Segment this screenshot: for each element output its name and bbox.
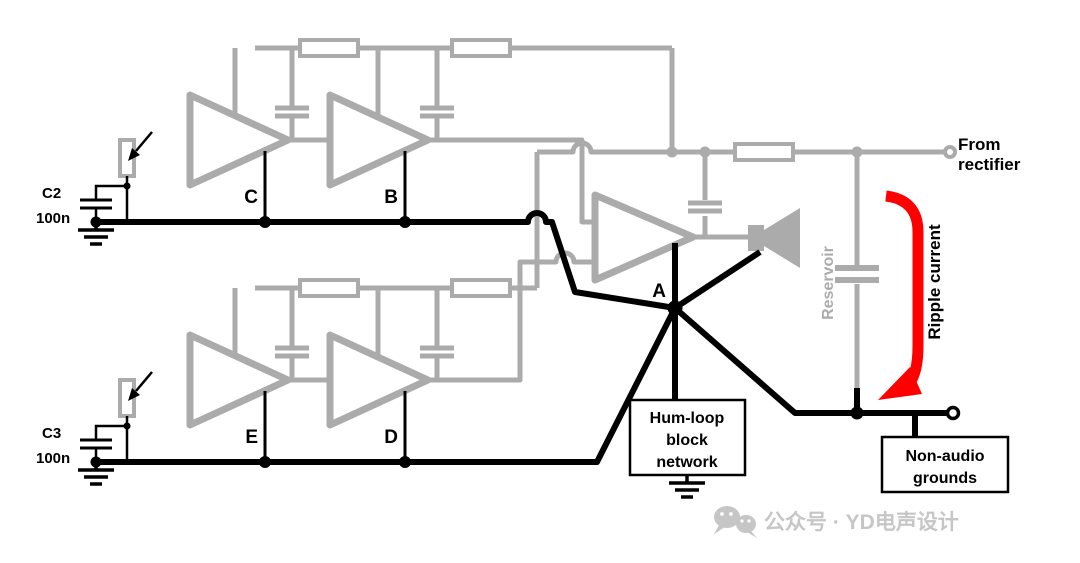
labels: C2 100n C3 100n C B E D A From rectifier… [36, 135, 1021, 487]
node-d-label: D [384, 427, 398, 448]
junction-dot [123, 182, 131, 190]
ripple-arrowhead-icon [878, 367, 922, 400]
resistor-icon [298, 38, 360, 58]
node-e-label: E [245, 427, 258, 448]
reservoir-label: Reservoir [820, 246, 837, 320]
capacitor-icon [275, 105, 309, 119]
hum-loop-label-line1: Hum-loop [650, 410, 725, 427]
black-ground-network [78, 131, 961, 499]
node-e-dot [259, 456, 271, 468]
rectifier-supply-wire [537, 140, 945, 155]
non-audio-label-line2: grounds [913, 470, 977, 487]
junction-dot [850, 406, 864, 420]
c2-label: C2 [42, 185, 61, 202]
resistor-icon [450, 38, 512, 58]
capacitor-icon [688, 200, 722, 214]
junction-dot [699, 146, 711, 158]
from-rectifier-label-line1: From [958, 135, 1001, 154]
non-audio-grounds-box [880, 435, 1010, 494]
speaker-return-wire [673, 249, 762, 311]
gray-circuit-network [118, 38, 957, 429]
node-a-label: A [652, 281, 666, 302]
capacitor-icon [420, 105, 454, 119]
rectifier-terminal-icon [943, 145, 957, 159]
junction-dot [666, 146, 678, 158]
c3-value-label: 100n [36, 450, 70, 467]
from-rectifier-label-line2: rectifier [958, 155, 1021, 174]
node-b-label: B [384, 187, 398, 208]
node-c-dot [259, 216, 271, 228]
amplifier-triangle-icon [186, 331, 292, 429]
arrowhead-icon [128, 388, 140, 401]
pot-arrow-icon [135, 371, 153, 392]
ground-icon [669, 475, 705, 499]
ripple-arrow-shaft [885, 190, 924, 393]
watermark: 公众号 · YD电声设计 [714, 506, 959, 538]
c2-value-label: 100n [36, 210, 70, 227]
node-c-label: C [244, 187, 258, 208]
capacitor-lead [94, 184, 127, 222]
wechat-icon [714, 506, 757, 538]
star-ground-dot [667, 300, 683, 316]
junction-dot [90, 216, 102, 228]
node-b-dot [399, 216, 411, 228]
junction-dot [90, 456, 102, 468]
c3-label: C3 [42, 425, 61, 442]
resistor-icon [450, 278, 512, 298]
star-to-reservoir-wire [673, 305, 948, 416]
resistor-icon [298, 278, 360, 298]
speaker-icon [748, 208, 800, 268]
power-amplifier-triangle-icon [591, 191, 697, 284]
non-audio-label-line1: Non-audio [905, 448, 984, 465]
ground-terminal-icon [945, 405, 961, 421]
amplifier-triangle-icon [326, 331, 432, 429]
watermark-text: 公众号 · YD电声设计 [764, 510, 959, 534]
c2-capacitor-icon [80, 198, 112, 210]
hum-loop-box [628, 398, 747, 477]
resistor-icon [733, 142, 795, 162]
capacitor-icon [275, 345, 309, 359]
junction-dot [851, 146, 863, 158]
hum-loop-label-line3: network [656, 454, 717, 471]
signal-wire-b-to-a [428, 137, 595, 225]
arrowhead-icon [128, 148, 140, 161]
ripple-current-arrow [878, 190, 924, 400]
pot-arrow-icon [135, 131, 153, 152]
junction-dot [123, 422, 131, 430]
node-d-dot [399, 456, 411, 468]
reservoir-capacitor-icon [835, 265, 879, 283]
capacitor-lead [94, 424, 127, 462]
hum-loop-label-line2: block [666, 432, 708, 449]
amplifier-triangle-icon [326, 91, 432, 189]
capacitor-icon [420, 345, 454, 359]
amplifier-triangle-icon [186, 91, 292, 189]
top-ground-bus-wire [96, 210, 676, 311]
c3-capacitor-icon [80, 438, 112, 450]
amp-ground-taps [263, 151, 407, 462]
ripple-current-label: Ripple current [925, 224, 944, 340]
